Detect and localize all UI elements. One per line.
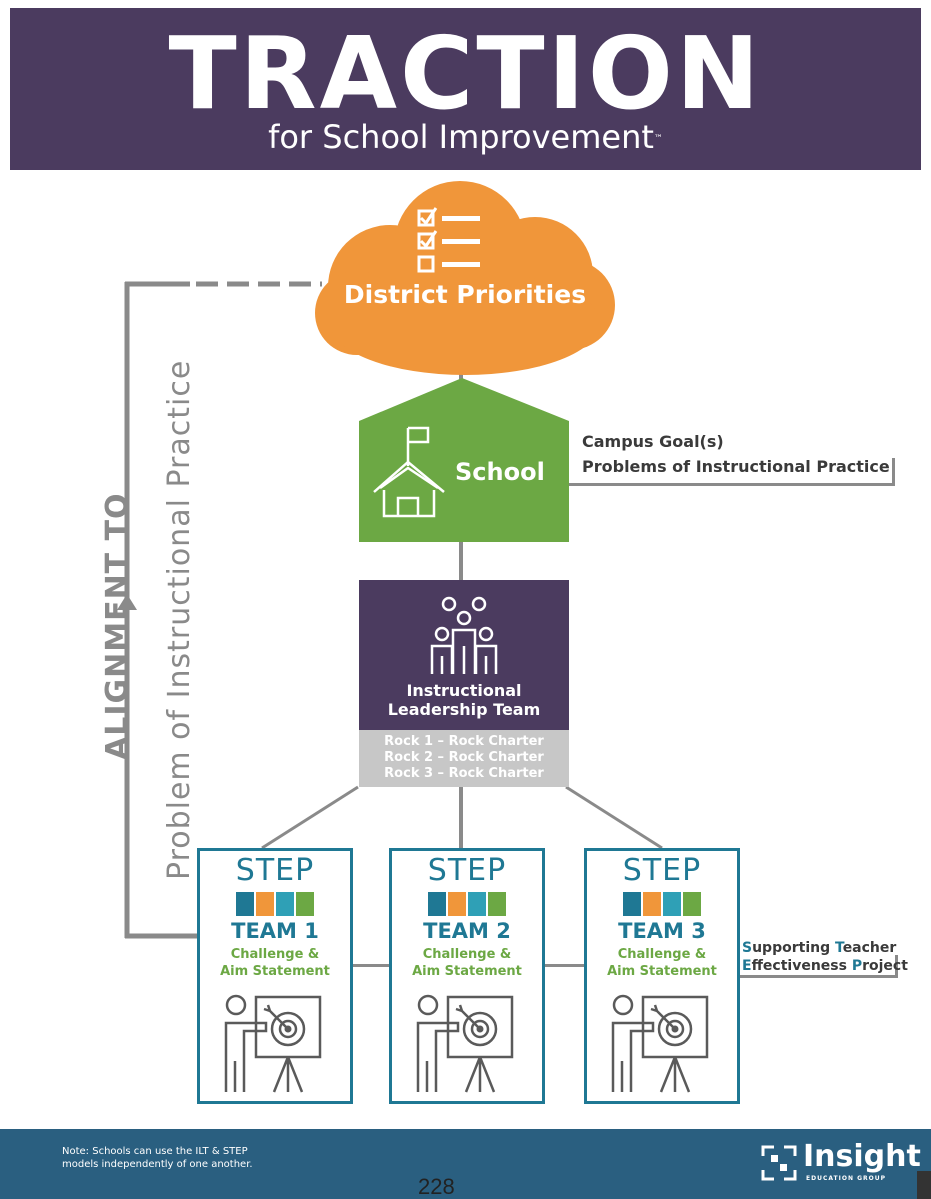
team-name: TEAM 2 xyxy=(423,919,511,943)
footer-bar xyxy=(0,1129,931,1199)
acronym-word: ffectiveness xyxy=(751,958,852,974)
alignment-label: ALIGNMENT TO xyxy=(100,492,135,760)
rock-item-1: Rock 1 – Rock Charter xyxy=(384,734,544,749)
presenter-target-icon xyxy=(611,994,709,1093)
team-name: TEAM 1 xyxy=(231,919,319,943)
aim-statement-label: Aim Statement xyxy=(607,964,717,979)
step-color-bars xyxy=(428,892,506,916)
rock-item-3: Rock 3 – Rock Charter xyxy=(384,766,544,781)
connector-school-goals-tick xyxy=(892,458,895,486)
connector-school-ilt xyxy=(459,540,463,582)
step-acronym-line1: Supporting Teacher xyxy=(742,940,896,956)
problem-of-practice-vertical-label: Problem of Instructional Practice xyxy=(162,359,197,880)
step-logo-text: STEP xyxy=(427,853,507,888)
district-priorities-label: District Priorities xyxy=(343,280,587,309)
main-title: TRACTION xyxy=(168,15,763,132)
brand-subtitle: EDUCATION GROUP xyxy=(806,1175,886,1182)
campus-goals-label: Campus Goal(s) xyxy=(582,432,724,451)
connector-ilt-team3 xyxy=(565,785,663,850)
acronym-word: roject xyxy=(862,958,908,974)
connector-team3-desc xyxy=(734,975,898,978)
aim-statement-label: Aim Statement xyxy=(220,964,330,979)
connector-school-goals xyxy=(569,483,895,486)
alignment-arrow-icon xyxy=(117,594,137,610)
connector-ilt-team1 xyxy=(261,785,359,850)
acronym-word: upporting xyxy=(752,940,835,956)
trademark-mark: ™ xyxy=(653,134,663,144)
challenge-label: Challenge & xyxy=(422,947,512,962)
corner-mark xyxy=(917,1171,931,1199)
step-color-bars xyxy=(623,892,701,916)
challenge-label: Challenge & xyxy=(617,947,707,962)
ilt-label-line1: Instructional xyxy=(406,681,522,700)
team-people-icon xyxy=(430,596,498,674)
acronym-letter-e: E xyxy=(742,958,752,974)
acronym-letter-t: T xyxy=(834,940,843,956)
school-shape xyxy=(359,378,569,542)
schoolhouse-icon xyxy=(373,426,445,518)
presenter-target-icon xyxy=(416,994,514,1093)
rock-item-2: Rock 2 – Rock Charter xyxy=(384,750,544,765)
aim-statement-label: Aim Statement xyxy=(412,964,522,979)
team-card-1: STEP TEAM 1 Challenge & Aim Statement xyxy=(197,848,353,1104)
footer-note-line2: models independently of one another. xyxy=(62,1159,253,1170)
school-label: School xyxy=(455,458,545,486)
step-acronym-line2: Effectiveness Project xyxy=(742,958,908,974)
challenge-label: Challenge & xyxy=(230,947,320,962)
connector-team3-desc-tick xyxy=(895,955,898,978)
team-card-2: STEP TEAM 2 Challenge & Aim Statement xyxy=(389,848,545,1104)
step-logo-text: STEP xyxy=(235,853,315,888)
brand-name: Insight xyxy=(803,1139,921,1174)
page-number: 228 xyxy=(418,1174,455,1199)
acronym-letter-s: S xyxy=(742,940,753,956)
cloud-shape xyxy=(315,181,615,375)
checklist-icon xyxy=(417,207,480,273)
rocks-box: Rock 1 – Rock Charter Rock 2 – Rock Char… xyxy=(359,730,569,787)
acronym-word: eacher xyxy=(842,940,897,956)
presenter-target-icon xyxy=(224,994,322,1093)
step-color-bars xyxy=(236,892,314,916)
insight-logo-icon xyxy=(761,1145,797,1181)
connector-ilt-team2 xyxy=(459,787,463,848)
acronym-letter-p: P xyxy=(851,958,863,974)
team-card-3: STEP TEAM 3 Challenge & Aim Statement xyxy=(584,848,740,1104)
team-name: TEAM 3 xyxy=(618,919,706,943)
subtitle: for School Improvement™ xyxy=(10,118,921,156)
ilt-box: Instructional Leadership Team xyxy=(359,580,569,730)
footer-note-line1: Note: Schools can use the ILT & STEP xyxy=(62,1146,248,1157)
subtitle-text: for School Improvement xyxy=(268,118,654,156)
step-logo-text: STEP xyxy=(622,853,702,888)
ilt-label-line2: Leadership Team xyxy=(387,700,541,719)
title-banner: TRACTION for School Improvement™ xyxy=(10,8,921,170)
problems-of-practice-label: Problems of Instructional Practice xyxy=(582,457,890,476)
